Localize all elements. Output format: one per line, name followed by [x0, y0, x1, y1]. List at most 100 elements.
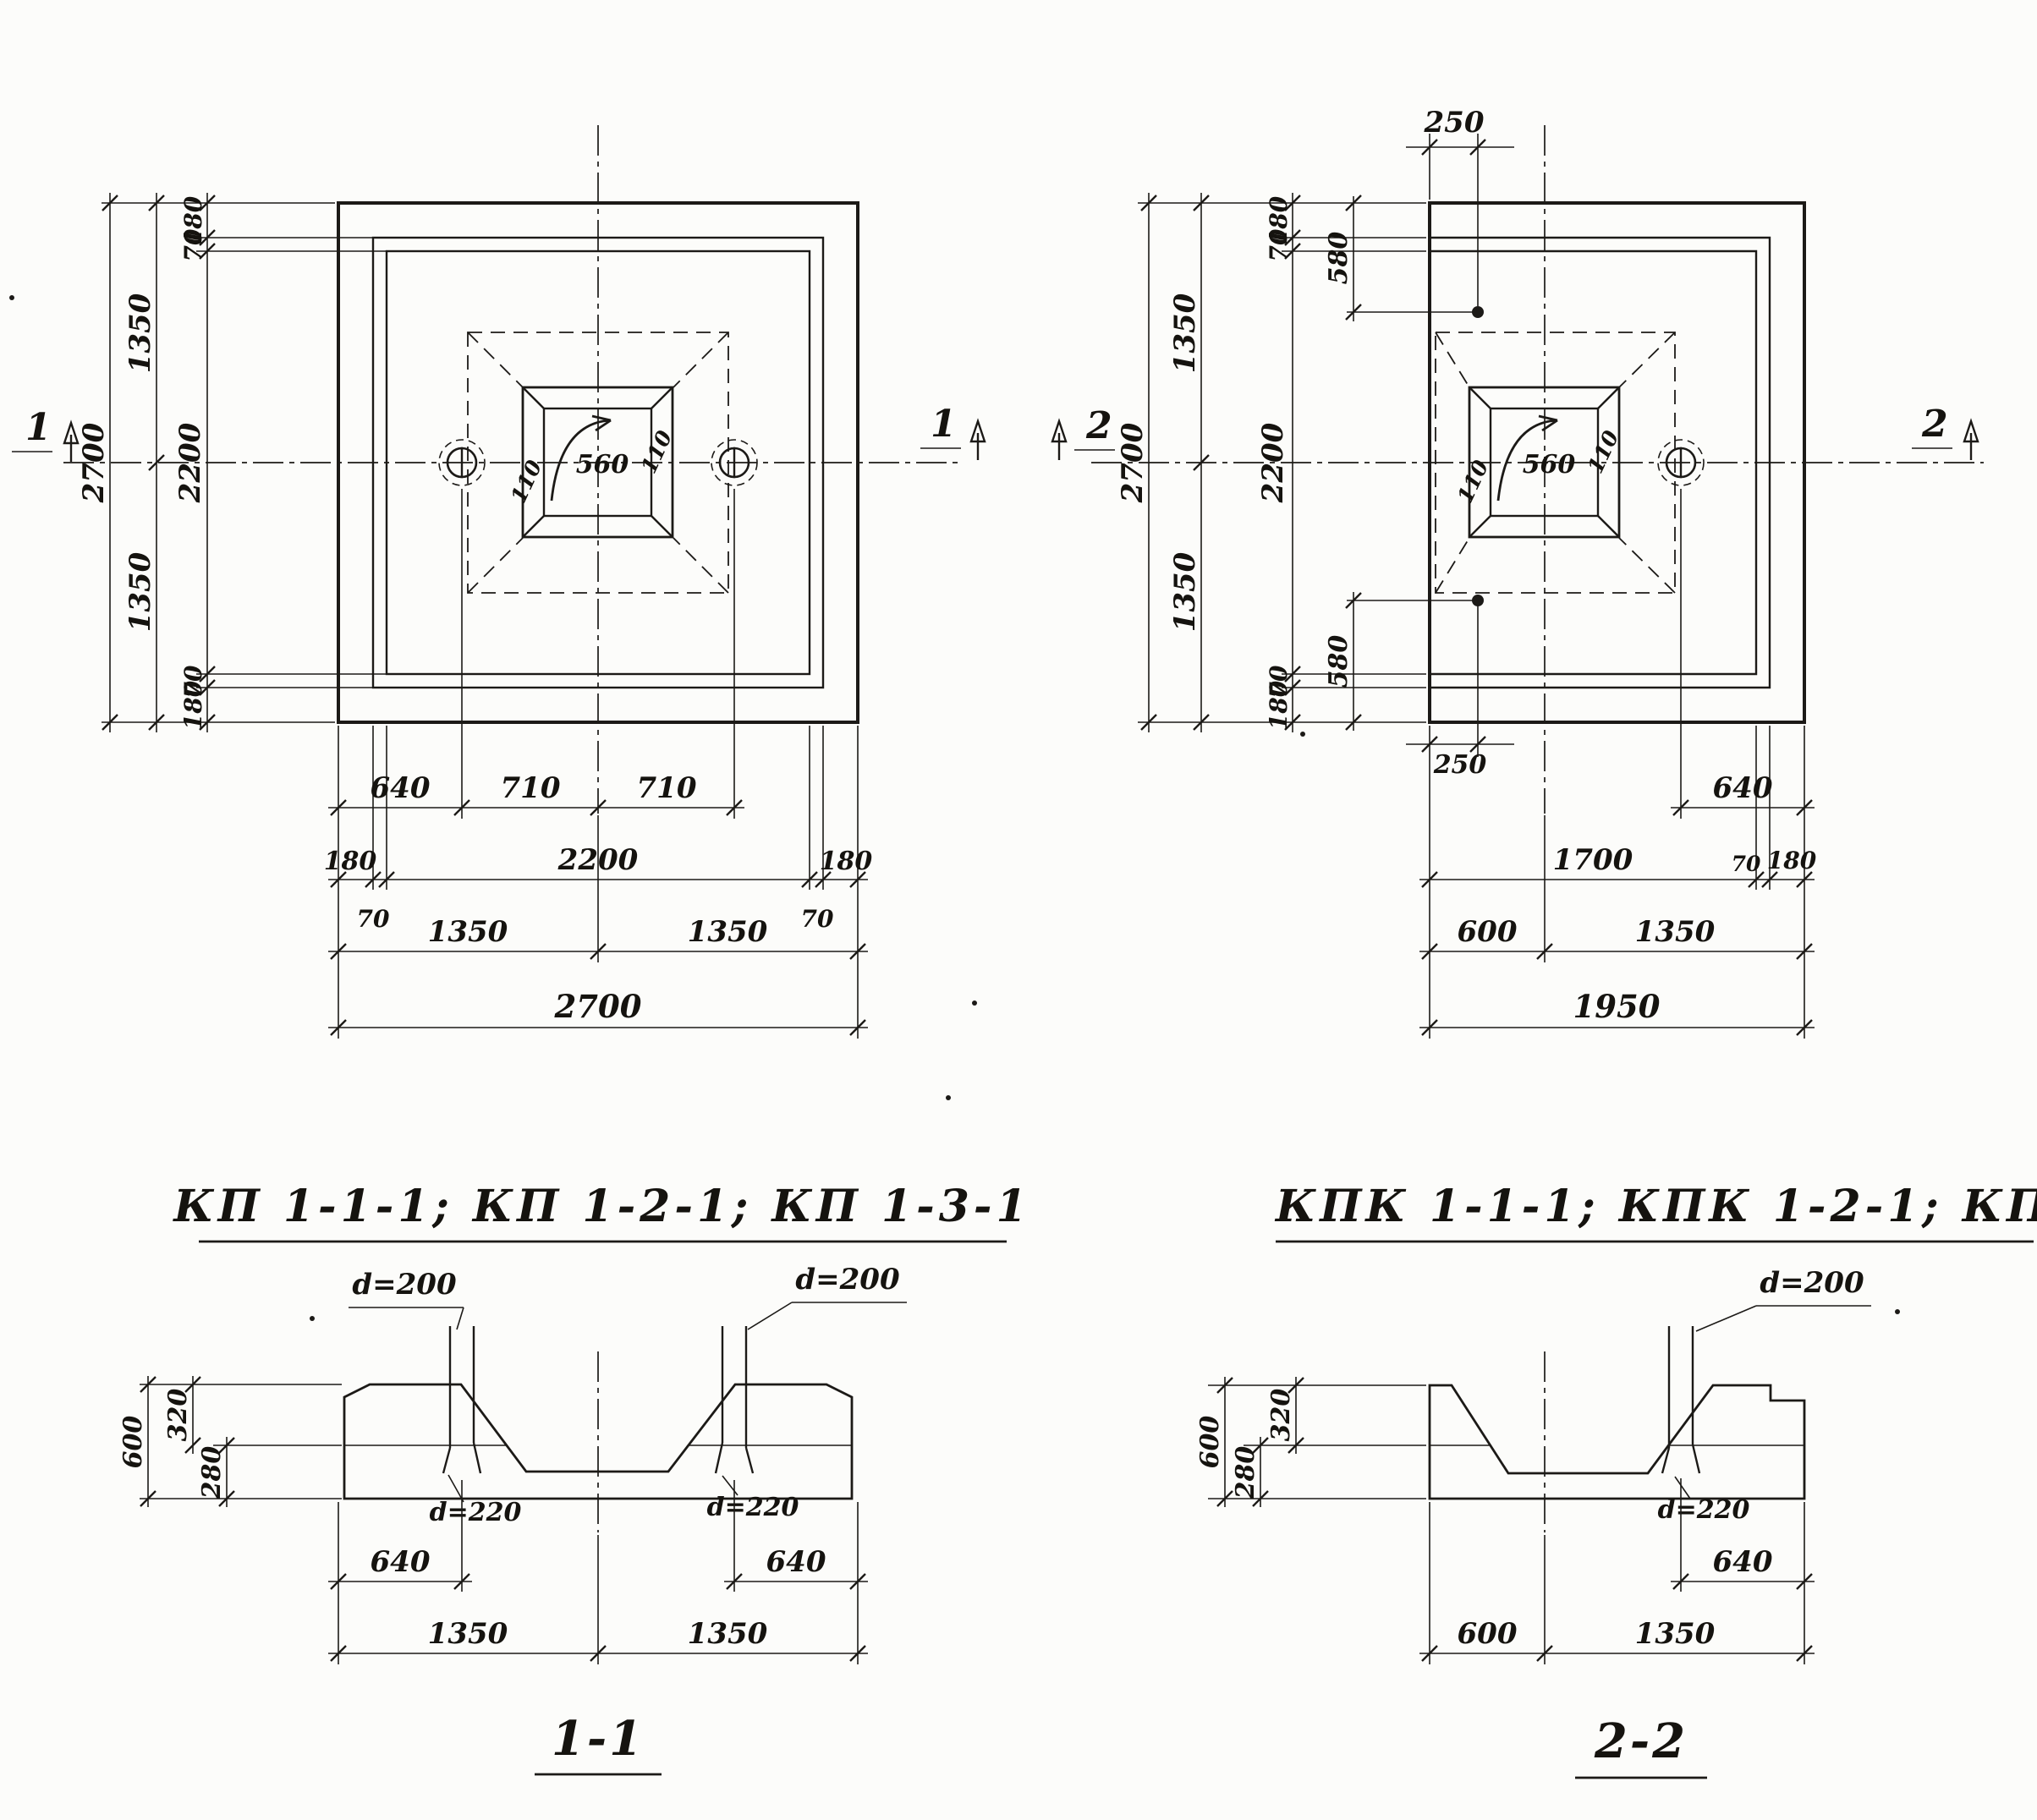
dim-label: 110 — [506, 456, 547, 507]
section-label: 1-1 — [552, 1711, 645, 1767]
dim-label: 560 — [1523, 450, 1576, 480]
dim-label: 1700 — [1553, 843, 1633, 877]
dim-label: 1350 — [1168, 551, 1202, 632]
section-mark-2-right: 2 — [1921, 403, 1948, 446]
section-label: 2-2 — [1594, 1713, 1688, 1769]
dim-label: 180 — [1265, 195, 1293, 245]
dim-label: 2700 — [1116, 422, 1150, 503]
dim-label: 180 — [1265, 680, 1293, 730]
scan-artifacts — [9, 295, 1900, 1321]
scan-artifact-dot — [310, 1316, 315, 1321]
dim-label: 70 — [357, 905, 390, 933]
dim-label: 600 — [118, 1416, 148, 1469]
dim-label: 2700 — [554, 988, 642, 1025]
dim-label: 640 — [1713, 771, 1773, 805]
dim-label: 1350 — [428, 915, 508, 949]
dim-label: 70 — [1732, 852, 1761, 876]
plan-left-section-marks: 1 1 — [12, 403, 986, 463]
dim-label: 110 — [636, 426, 678, 477]
dim-label: 70 — [1265, 228, 1293, 261]
dim-label: 580 — [1324, 232, 1353, 285]
plan-right-dims-bottom: 640 1700 70 180 600 1350 1950 — [1419, 489, 1817, 1039]
section-mark-1-left: 1 — [25, 406, 52, 449]
dim-label: 70 — [1265, 665, 1293, 698]
dim-label: 280 — [197, 1446, 227, 1500]
section-1-pipe-labels: d=200 d=200 d=220 d=220 — [349, 1263, 907, 1527]
dim-label: 1350 — [124, 293, 157, 373]
dim-label: 1350 — [688, 915, 768, 949]
dim-label: 320 — [1266, 1389, 1296, 1442]
type-titles: КП 1-1-1; КП 1-2-1; КП 1-3-1 КПК 1-1-1; … — [172, 1181, 2037, 1243]
scan-artifact-dot — [9, 295, 14, 300]
dim-label: d=200 — [352, 1268, 457, 1302]
dim-label: 320 — [163, 1389, 193, 1442]
dim-label: 2200 — [1256, 422, 1290, 503]
section-2-body — [1428, 1326, 1806, 1532]
scan-artifact-dot — [1300, 732, 1305, 737]
section-arrow-icon — [969, 419, 986, 462]
anchor-hole-icon — [1472, 595, 1484, 606]
plan-right-dims-side: 180 70 580 2200 70 580 180 1350 1350 270… — [1116, 193, 1474, 732]
dim-label: d=200 — [795, 1263, 900, 1296]
section-arrow-icon — [1963, 419, 1979, 462]
plan-right-holes — [1472, 306, 1705, 606]
dim-label: 1350 — [1635, 915, 1716, 949]
dim-label: 1950 — [1573, 988, 1661, 1025]
section-mark-2-left: 2 — [1085, 404, 1112, 447]
dim-label: 70 — [801, 905, 834, 933]
plan-left-dims-side: 180 70 2200 70 180 1350 1350 2700 — [77, 193, 389, 732]
dim-label: 600 — [1458, 1617, 1518, 1651]
dim-label: 1350 — [1168, 293, 1202, 373]
dim-label: 1350 — [428, 1617, 508, 1651]
section-1-dims-bottom: 640 640 1350 1350 — [328, 1480, 868, 1664]
dim-label: 280 — [1231, 1446, 1260, 1500]
dim-label: 560 — [576, 450, 629, 480]
dim-label: d=220 — [430, 1498, 522, 1527]
plan-right-dim-bottom250: 250 — [1406, 604, 1514, 780]
dim-label: 180 — [324, 847, 377, 876]
plan-right-section-marks: 2 2 — [1051, 403, 1979, 462]
plan-left-centerlines — [63, 125, 962, 814]
dim-label: 2200 — [173, 422, 207, 503]
scan-artifact-dot — [972, 1000, 977, 1006]
section-1-body — [343, 1326, 854, 1532]
dim-label: 180 — [179, 195, 207, 245]
dim-label: 640 — [1713, 1545, 1773, 1579]
dim-label: 710 — [501, 771, 561, 805]
dim-label: 2200 — [557, 843, 639, 877]
dim-label: 70 — [179, 228, 207, 261]
section-1-dims-height: 600 320 280 — [118, 1375, 342, 1508]
dim-label: 180 — [179, 680, 207, 730]
plan-left-dims-bottom: 640 710 710 180 2200 180 70 70 1350 1350… — [324, 489, 873, 1039]
dim-label: 600 — [1195, 1416, 1225, 1469]
dim-label: d=200 — [1760, 1266, 1864, 1300]
dim-label: 640 — [371, 771, 431, 805]
scan-artifact-dot — [946, 1095, 951, 1100]
dim-label: 70 — [179, 665, 207, 698]
plan-right: 2 2 250 250 — [1051, 106, 1984, 1039]
dim-label: 110 — [1583, 426, 1624, 477]
dim-label: 640 — [766, 1545, 826, 1579]
section-2-pipe-labels: d=200 d=220 — [1658, 1266, 1871, 1525]
section-1-title: 1-1 — [535, 1711, 662, 1776]
section-arrow-icon — [1051, 419, 1068, 462]
section-2-title: 2-2 — [1575, 1713, 1707, 1779]
dim-label: 1350 — [688, 1617, 768, 1651]
dim-label: d=220 — [1658, 1495, 1750, 1525]
section-arrow-icon — [63, 421, 80, 463]
title-kp: КП 1-1-1; КП 1-2-1; КП 1-3-1 — [172, 1181, 1030, 1232]
plan-right-dim-top250: 250 — [1406, 106, 1514, 306]
section-2-dims-bottom: 640 600 1350 — [1419, 1478, 1815, 1664]
dim-label: 640 — [371, 1545, 431, 1579]
scan-artifact-dot — [1895, 1309, 1900, 1314]
title-kpk: КПК 1-1-1; КПК 1-2-1; КПК 1-3-1 — [1274, 1181, 2037, 1232]
section-2-2: d=200 d=220 600 280 320 — [1195, 1266, 1871, 1779]
section-mark-1-right: 1 — [931, 403, 957, 446]
dim-label: d=220 — [707, 1493, 799, 1522]
dim-label: 110 — [1452, 456, 1494, 507]
dim-label: 710 — [637, 771, 697, 805]
dim-label: 250 — [1433, 750, 1487, 780]
dim-label: 180 — [820, 847, 873, 876]
